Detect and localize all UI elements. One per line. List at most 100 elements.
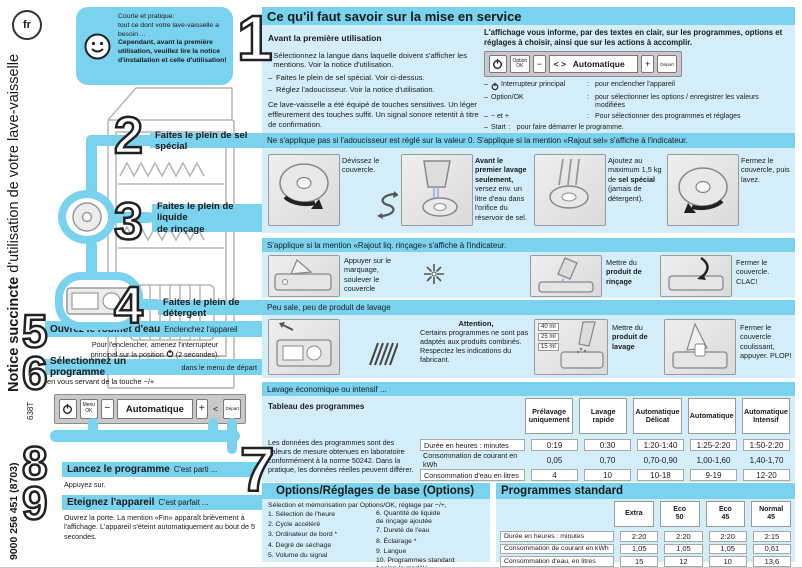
- step-number-2: 2: [113, 107, 144, 165]
- caption: Avant le premier lavage seulement, verse…: [475, 156, 527, 222]
- legend-key: Option/OK: [491, 93, 524, 101]
- sparkle-icon: [424, 264, 444, 284]
- options-intro: Sélection et mémorisation par Options/OK…: [268, 502, 447, 509]
- power-icon: [166, 350, 174, 358]
- attention-heading: Attention,: [458, 319, 494, 328]
- step8-label-band: Lancez le programme C'est parti ...: [62, 462, 262, 477]
- connector-tube: [86, 135, 154, 146]
- connector-tube: [86, 135, 97, 195]
- vertical-title-bold: Notice succincte: [6, 276, 22, 392]
- document-number: 9000 256 451 (8703): [8, 462, 20, 561]
- salt-cap-icon: [72, 202, 102, 232]
- chevron-left-button: <: [212, 403, 219, 414]
- step8-label: Lancez le programme: [67, 464, 170, 475]
- vertical-title-rest: d'utilisation de votre lave-vaisselle: [6, 53, 22, 277]
- legend-desc: pour sélectionner les options / enregist…: [595, 93, 759, 110]
- option-item: 1. Sélection de l'heure: [268, 511, 336, 518]
- plus-button: +: [195, 399, 208, 419]
- bottle-pour-icon: [538, 257, 594, 293]
- step9-label-tail: C'est parfait ...: [158, 498, 209, 507]
- table-row: Consommation de courant en kWh 1,05 1,05…: [500, 543, 791, 554]
- caption: Appuyer sur le marquage, soulever le cou…: [344, 256, 392, 294]
- connector-tube: [88, 418, 98, 434]
- connector-tube: [86, 240, 97, 278]
- section3-condition: S'applique si la mention «Rajout liq. ri…: [267, 240, 507, 250]
- program-table-panel: Tableau des programmes Les données des p…: [262, 396, 795, 482]
- option-item: 9. Langue: [376, 547, 407, 555]
- step6-label-tail: dans le menu de départ: [181, 362, 257, 372]
- attention-note: Attention, Certains programmes ne sont p…: [420, 319, 532, 364]
- section1-body: Avant la première utilisation – Sélectio…: [262, 25, 795, 151]
- step3-label: Faites le plein de liquide de rinçage: [157, 200, 234, 235]
- program-table-title: Tableau des programmes: [268, 402, 365, 411]
- option-item: 5. Volume du signal: [268, 551, 328, 559]
- caption: Ajoutez au maximum 1,5 kg de sel spécial…: [608, 156, 662, 203]
- step6-label: Sélectionnez un programme: [50, 356, 127, 378]
- step5-subtext: Pour l'enclencher, amenez l'interrupteur…: [52, 340, 258, 360]
- legend-desc: Pour sélectionner des programmes et régl…: [595, 113, 741, 121]
- step2-label-band: Faites le plein de sel spécial: [150, 130, 262, 152]
- cap-screw-icon: [678, 167, 728, 213]
- step-number-4: 4: [113, 277, 144, 335]
- option-item: 7. Dureté de l'eau: [376, 527, 430, 535]
- press-close-icon: [672, 322, 728, 369]
- option-item: 2. Cycle accéléré: [268, 521, 321, 529]
- tip-bold: Cependant, avant la première utilisation…: [118, 39, 227, 65]
- dash: –: [484, 124, 488, 132]
- ml-label: 25 ml: [538, 333, 559, 341]
- detergent-dispenser-highlight: [55, 272, 143, 330]
- step9-label: Eteignez l'appareil: [67, 497, 155, 508]
- legend-key: Start: [491, 124, 506, 132]
- ml-label: 15 ml: [538, 343, 559, 351]
- connector-tube: [208, 418, 218, 434]
- program-display: Automatique: [116, 399, 193, 419]
- step5-sub-line2a: principal sur la position: [90, 350, 164, 360]
- power-button: [489, 55, 507, 74]
- step-number-8: 8: [21, 437, 49, 489]
- close-lid-icon: [668, 256, 724, 291]
- caption: Fermer le couvercle coulissant, appuyer.…: [740, 323, 792, 361]
- control-panel-illustration: Option OK − < > Automatique + Départ: [484, 51, 682, 78]
- option-item: 10. Programmes standard: [376, 556, 455, 564]
- pour-water-illustration: [401, 154, 473, 226]
- minus-button: −: [101, 399, 114, 419]
- step-number-6: 6: [21, 347, 49, 399]
- bullet-text: Réglez l'adoucisseur. Voir la notice d'u…: [276, 85, 435, 95]
- standard-column-header: Extra: [614, 501, 654, 527]
- dash: –: [268, 72, 273, 82]
- tip-line-1: Courte et pratique:: [118, 13, 175, 20]
- standard-column-header: Normal 45: [751, 501, 791, 527]
- slide-open-icon: [276, 322, 332, 367]
- table-row: Consommation de courant en kWh 0,05 0,70…: [423, 451, 784, 469]
- table-row: Durée en heures : minutes 2:20 2:20 2:20…: [500, 531, 791, 542]
- step-number-5: 5: [21, 305, 49, 357]
- salt-pour-icon: [549, 158, 589, 209]
- rinse-aid-close-illustration: [660, 255, 732, 297]
- power-icon: [493, 59, 503, 70]
- ml-label: 40 ml: [538, 323, 559, 331]
- legend-key: Interrupteur principal: [501, 81, 566, 89]
- options-title: Options/Réglages de base (Options): [276, 485, 475, 497]
- step6-line2: en vous servant de la touche −/+: [47, 377, 155, 386]
- repeat-arrow-icon: [377, 191, 398, 219]
- plus-button: +: [641, 55, 655, 74]
- options-header: Options/Réglages de base (Options): [262, 483, 490, 499]
- step9-label-band: Eteignez l'appareil C'est parfait ...: [62, 495, 262, 510]
- program-column-header: Automatique Intensif: [741, 398, 790, 434]
- start-button: Départ: [657, 55, 677, 74]
- step3-label-band: Faites le plein de liquide de rinçage: [152, 200, 262, 235]
- step5-sub-line1: Pour l'enclencher, amenez l'interrupteur: [91, 340, 219, 349]
- step4-label-band: Faites le plein de détergent: [158, 297, 262, 319]
- colon: :: [587, 113, 589, 121]
- language-badge-label: fr: [23, 19, 31, 31]
- step-number-3: 3: [113, 193, 144, 251]
- power-button: [59, 399, 77, 419]
- step8-subtext: Appuyez sur.: [64, 480, 106, 489]
- option-item: 8. Éclairage *: [376, 537, 417, 545]
- table-row: Consommation d'eau en litres 4 10 10-18 …: [420, 469, 790, 481]
- program-column-header: Lavage rapide: [579, 398, 628, 434]
- caption: Dévissez le couvercle.: [342, 156, 380, 175]
- option-item: 3. Ordinateur de bord *: [268, 531, 338, 539]
- caption: Fermez le couvercle, puis lavez.: [741, 156, 790, 184]
- caption: Mettre du produit de rinçage: [606, 258, 642, 286]
